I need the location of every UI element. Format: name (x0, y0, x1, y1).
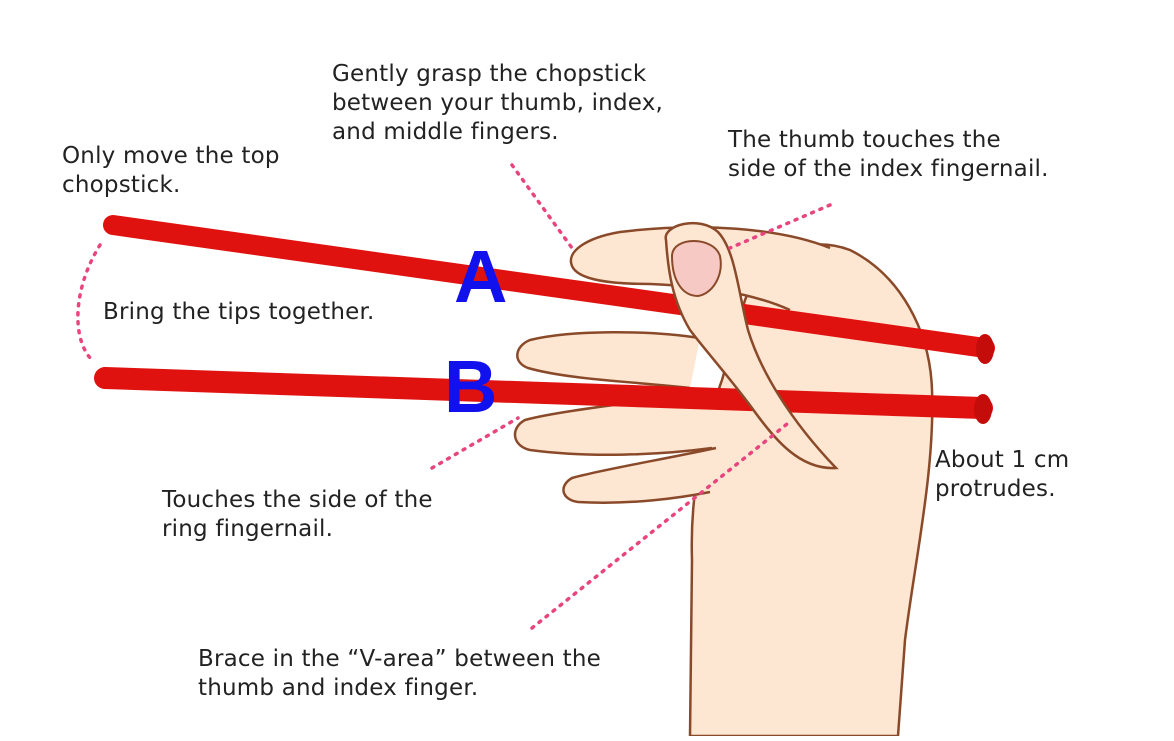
label-brace: Brace in the “V-area” between the thumb … (198, 646, 602, 701)
bottom-chopstick (94, 367, 993, 419)
thumbnail (670, 240, 722, 298)
label-tips: Bring the tips together. (103, 299, 375, 325)
leader-thumb (728, 203, 832, 250)
label-thumb-touch: The thumb touches the side of the index … (728, 127, 1049, 182)
middle-finger (516, 331, 701, 390)
marker-a: A (454, 235, 508, 318)
label-ring: Touches the side of the ring fingernail. (162, 487, 433, 542)
pinky-finger (562, 446, 717, 504)
label-grasp: Gently grasp the chopstick between your … (332, 61, 664, 145)
leader-brace (530, 418, 794, 630)
label-top-only: Only move the top chopstick. (62, 143, 280, 198)
leader-ring (430, 416, 520, 470)
top-chopstick-end (976, 334, 994, 364)
bottom-chopstick-end (974, 394, 992, 424)
marker-b: B (444, 345, 498, 428)
leader-tips (76, 243, 102, 362)
leader-grasp (510, 163, 574, 250)
label-protrude: About 1 cm protrudes. (935, 447, 1070, 502)
